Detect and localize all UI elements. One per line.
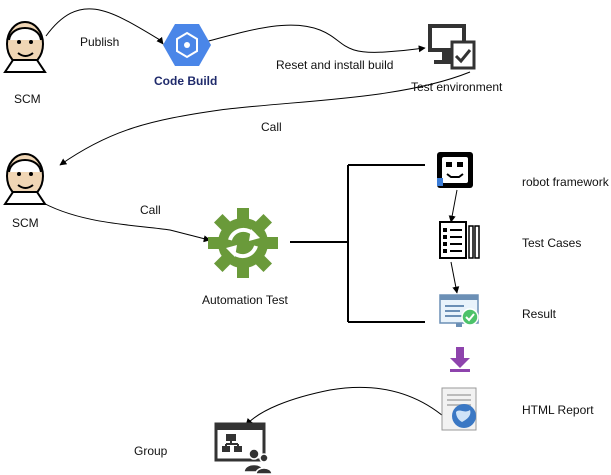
code-build-icon bbox=[163, 24, 211, 66]
test-environment-label: Test environment bbox=[411, 80, 503, 94]
reset-install-label: Reset and install build bbox=[276, 58, 394, 72]
report-globe-icon bbox=[441, 387, 477, 431]
group-icon bbox=[214, 422, 273, 475]
result-label: Result bbox=[522, 307, 557, 321]
robot-framework-label: robot framework bbox=[522, 175, 609, 189]
gear-sync-icon bbox=[208, 208, 278, 278]
robot-icon bbox=[437, 152, 473, 188]
edge-call-mid bbox=[37, 199, 211, 243]
code-build-label: Code Build bbox=[154, 74, 218, 88]
edge-report-to-group bbox=[245, 386, 459, 431]
scm-mid-label: SCM bbox=[12, 216, 39, 230]
edge-publish bbox=[45, 8, 164, 45]
jenkins-icon bbox=[3, 21, 47, 73]
scm-top-label: SCM bbox=[14, 92, 41, 106]
call-mid-label: Call bbox=[140, 203, 161, 217]
result-monitor-icon bbox=[439, 294, 479, 327]
automation-test-label: Automation Test bbox=[202, 293, 288, 307]
jenkins-icon bbox=[3, 153, 47, 205]
edge-cases-to-result bbox=[450, 261, 460, 294]
test-cases-label: Test Cases bbox=[522, 236, 582, 250]
edge-reset-install bbox=[204, 24, 426, 53]
download-arrow-icon bbox=[450, 347, 470, 372]
publish-label: Publish bbox=[80, 35, 120, 49]
edge-robot-to-cases bbox=[448, 189, 458, 223]
bracket-connector bbox=[290, 164, 425, 323]
html-report-label: HTML Report bbox=[522, 403, 594, 417]
monitor-check-icon bbox=[428, 24, 476, 70]
checklist-icon bbox=[439, 221, 480, 259]
group-label: Group bbox=[134, 444, 168, 458]
call-top-label: Call bbox=[261, 120, 282, 134]
edge-call-top bbox=[59, 71, 471, 166]
